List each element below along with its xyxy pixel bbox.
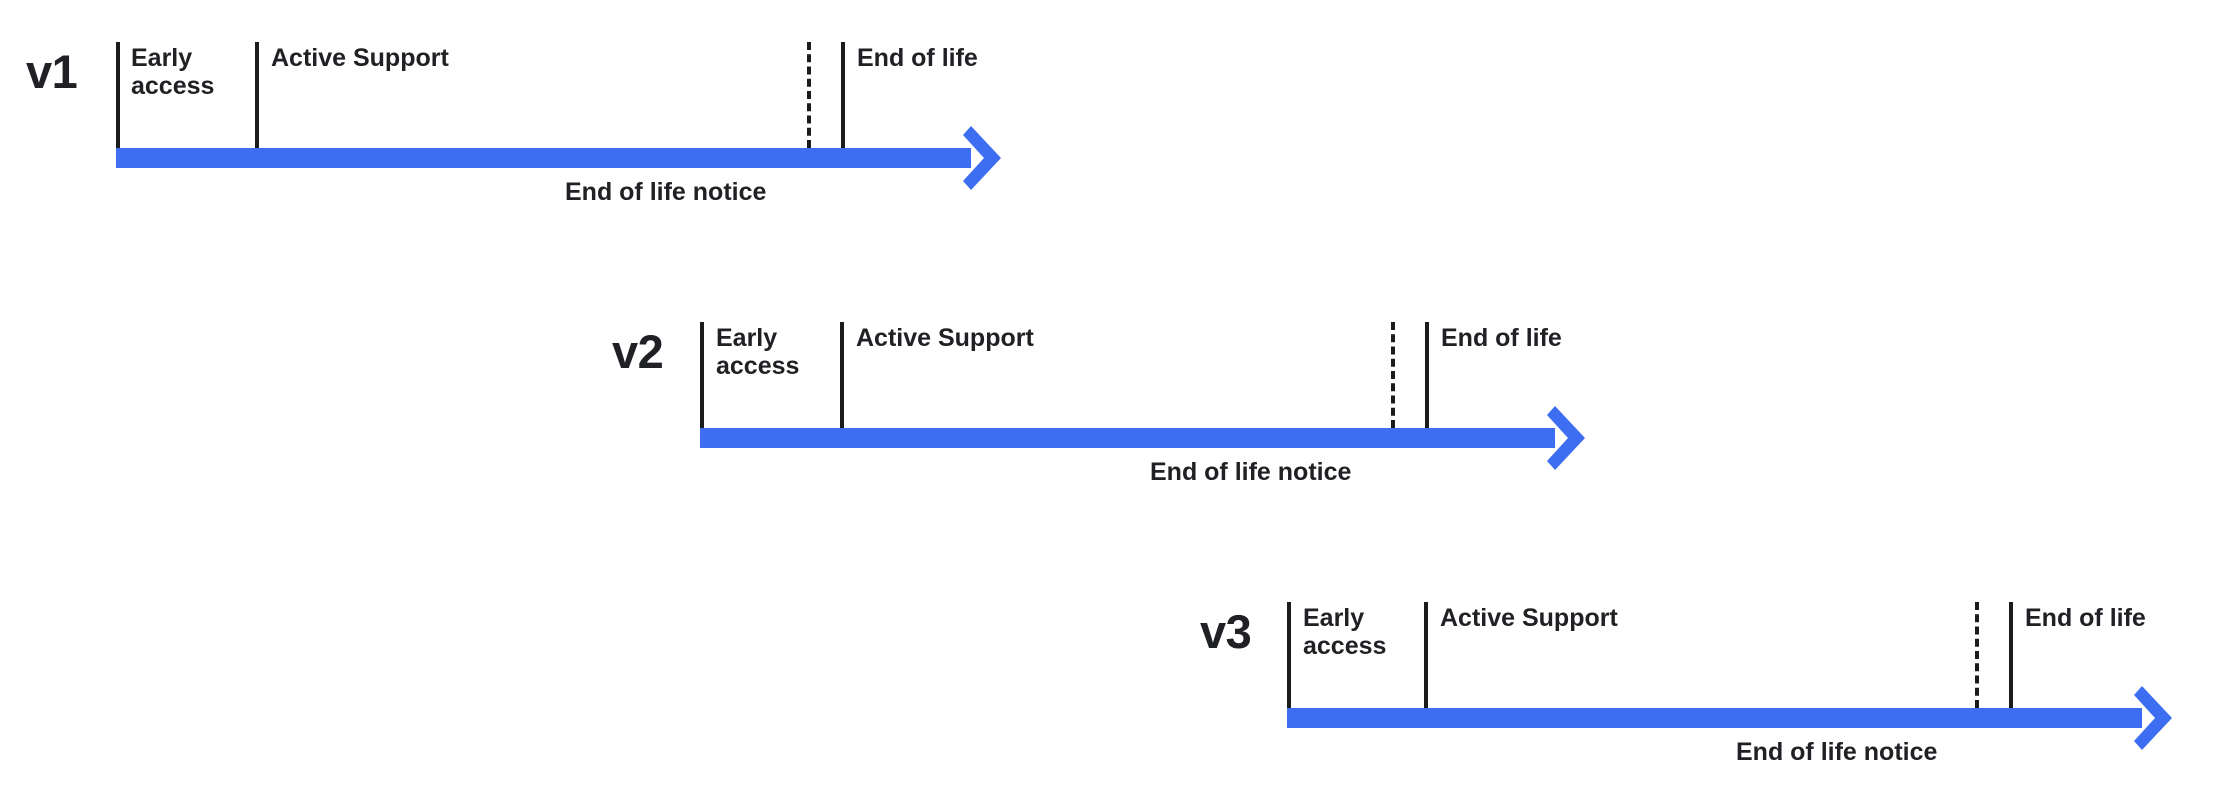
timeline-arrow-icon-v2 [1547,406,1605,470]
phase-tick-start-v2 [700,322,704,428]
timeline-arrow-icon-v1 [963,126,1021,190]
phase-tick-active-support-v1 [255,42,259,148]
timeline-arrow-icon-v3 [2134,686,2192,750]
version-label-v3: v3 [1200,605,1252,658]
timeline-bar-v3 [1287,708,2142,728]
version-label-v1: v1 [26,45,78,98]
phase-tick-start-v1 [116,42,120,148]
phase-tick-end-of-life-v2 [1425,322,1429,428]
timeline-bar-v1 [116,148,971,168]
phase-label-early-access-v1: Early access [131,44,215,100]
phase-label-end-of-life-v3: End of life [2025,604,2146,632]
phase-label-early-access-v3: Early access [1303,604,1387,660]
notice-label-v2: End of life notice [1150,458,1352,486]
notice-tick-v1 [807,42,811,148]
phase-tick-end-of-life-v1 [841,42,845,148]
phase-label-active-support-v3: Active Support [1440,604,1618,632]
phase-tick-end-of-life-v3 [2009,602,2013,708]
notice-label-v3: End of life notice [1736,738,1938,766]
phase-label-end-of-life-v1: End of life [857,44,978,72]
notice-tick-v3 [1975,602,1979,708]
phase-label-early-access-v2: Early access [716,324,800,380]
phase-tick-start-v3 [1287,602,1291,708]
phase-label-active-support-v2: Active Support [856,324,1034,352]
phase-tick-active-support-v3 [1424,602,1428,708]
phase-label-active-support-v1: Active Support [271,44,449,72]
notice-tick-v2 [1391,322,1395,428]
version-label-v2: v2 [612,325,664,378]
timeline-bar-v2 [700,428,1555,448]
phase-tick-active-support-v2 [840,322,844,428]
phase-label-end-of-life-v2: End of life [1441,324,1562,352]
notice-label-v1: End of life notice [565,178,767,206]
